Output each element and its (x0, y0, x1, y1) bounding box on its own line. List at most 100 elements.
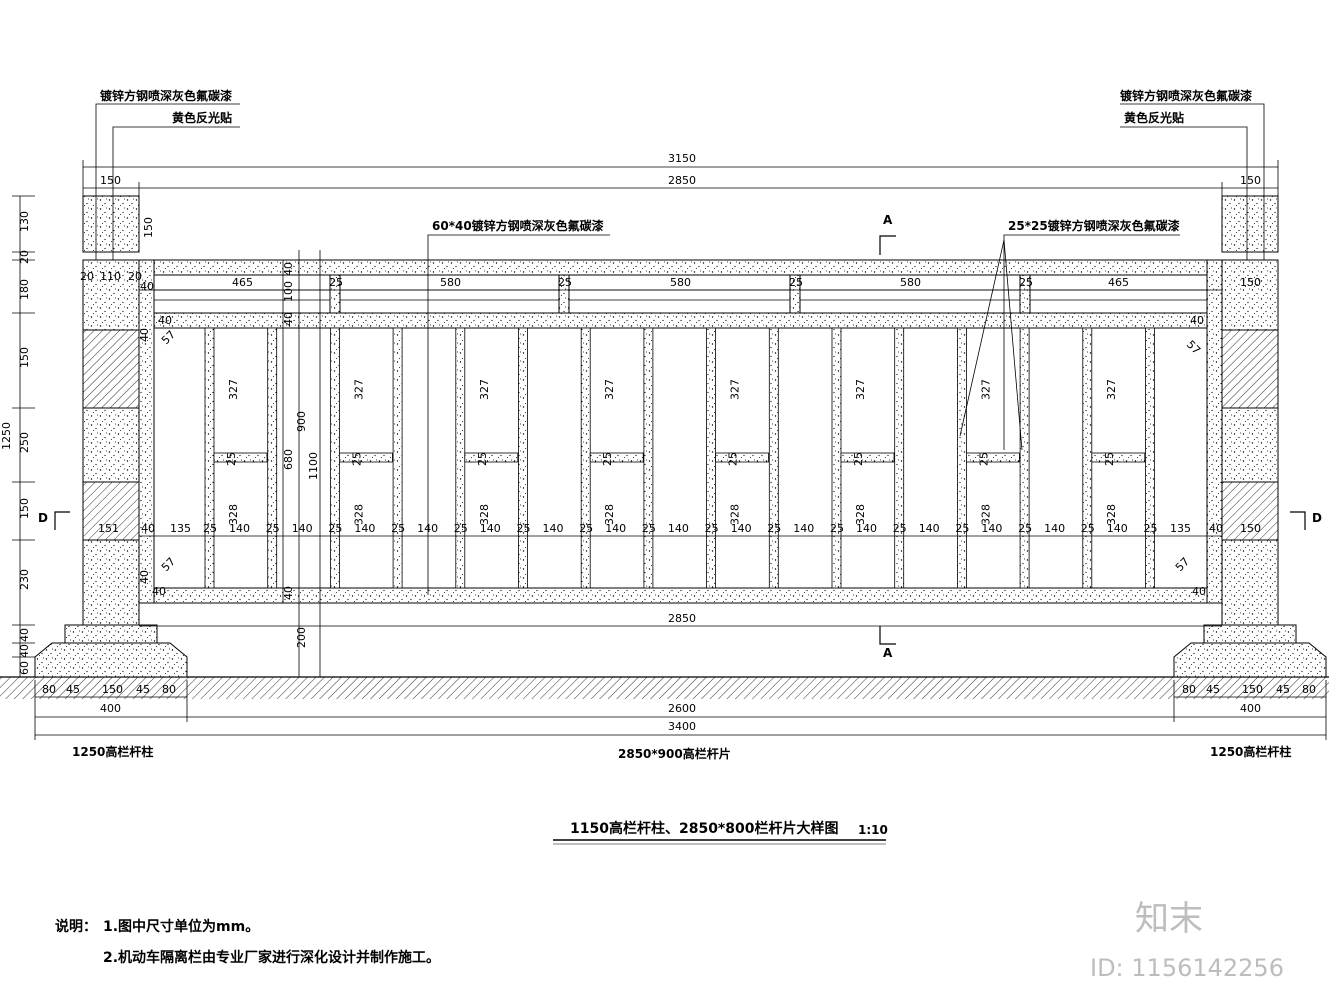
dim-mid-side-right: 150 (1240, 522, 1261, 535)
cross-bar (840, 452, 895, 463)
dim-bar-lower: 328 (729, 504, 742, 525)
dim-v-900: 900 (295, 411, 308, 432)
dim-mid-module: 140 (981, 522, 1002, 535)
dim-mid-module: 140 (793, 522, 814, 535)
dim-base-part-left: 45 (136, 683, 150, 696)
dim-base-part-left: 150 (102, 683, 123, 696)
vertical-bar (455, 327, 466, 589)
vertical-bar (267, 327, 278, 589)
reflector-upper-left (82, 329, 140, 409)
dim-mid-edge-right: 40 (1209, 522, 1223, 535)
dim-mid-gap: 25 (454, 522, 468, 535)
ground-hatch (0, 677, 1329, 699)
dim-40-left-a: 40 (140, 280, 154, 293)
dim-left-side: 180 (18, 279, 31, 300)
dim-mid-gap: 25 (203, 522, 217, 535)
vertical-bar (706, 327, 716, 589)
dim-bar-upper: 327 (352, 379, 365, 400)
watermark-logo: 知末 (1135, 899, 1203, 939)
dim-mid-135-right: 135 (1170, 522, 1191, 535)
watermark-id: ID: 1156142256 (1090, 954, 1284, 982)
dim-bar-mid: 25 (852, 452, 865, 466)
dim-rail-gap-1: 25 (329, 276, 343, 289)
dim-mid-edge-left: 40 (141, 522, 155, 535)
vertical-bar (894, 327, 905, 589)
label-left-material: 镀锌方钢喷深灰色氟碳漆 (100, 88, 232, 103)
vertical-bar (957, 327, 967, 589)
dim-v-150: 150 (142, 217, 155, 238)
dim-bottom-2600: 2600 (668, 702, 696, 715)
dim-bar-upper: 327 (603, 379, 616, 400)
dim-rail-gap-3: 25 (789, 276, 803, 289)
dim-bar-mid: 25 (727, 452, 740, 466)
label-rail-60x40: 60*40镀锌方钢喷深灰色氟碳漆 (432, 218, 604, 233)
dim-bar-mid: 25 (601, 452, 614, 466)
dim-bar-lower: 328 (979, 504, 992, 525)
vertical-bar (1082, 327, 1093, 589)
dim-base-part-left: 45 (66, 683, 80, 696)
dim-post-left: 150 (100, 174, 121, 187)
label-left-reflector: 黄色反光贴 (172, 110, 232, 125)
dim-mid-gap: 25 (1018, 522, 1032, 535)
dim-v-680: 680 (282, 449, 295, 470)
dim-mid-gap: 25 (266, 522, 280, 535)
vertical-bar (518, 327, 528, 589)
vertical-bar (831, 327, 842, 589)
dim-mid-gap: 25 (955, 522, 969, 535)
dim-mid-gap: 25 (893, 522, 907, 535)
dim-40-left-d: 40 (138, 570, 151, 584)
dim-left-total: 1250 (0, 422, 13, 450)
vertical-bar (392, 327, 403, 589)
dim-mid-gap: 25 (830, 522, 844, 535)
dim-mid-gap: 25 (579, 522, 593, 535)
dim-mid-module: 140 (229, 522, 250, 535)
dim-mid-gap: 25 (517, 522, 531, 535)
dim-57-a: 57 (159, 328, 178, 347)
vertical-bar (329, 327, 340, 589)
dim-57-c: 57 (1184, 338, 1203, 357)
dim-mid-module: 140 (543, 522, 564, 535)
label-panel: 2850*900高栏杆片 (618, 746, 731, 761)
reflector-lower-right (1221, 481, 1279, 541)
dim-rail-bottom: 2850 (668, 612, 696, 625)
dim-bottom-3400: 3400 (668, 720, 696, 733)
label-right-reflector: 黄色反光贴 (1124, 110, 1184, 125)
reflector-upper-right (1221, 329, 1279, 409)
dim-base-part-right: 45 (1276, 683, 1290, 696)
dim-40-left-b: 40 (158, 314, 172, 327)
vertical-bar (580, 327, 591, 589)
dim-bar-lower: 328 (854, 504, 867, 525)
dim-57-b: 57 (159, 555, 178, 574)
dim-post-right: 150 (1240, 174, 1261, 187)
cross-bar (966, 452, 1020, 463)
cross-bar (715, 452, 769, 463)
railing-panel: 3273282532732825327328253273282532732825… (138, 259, 1223, 604)
dim-v-40-c: 40 (282, 586, 295, 600)
dim-mid-module: 140 (856, 522, 877, 535)
dim-bar-mid: 25 (476, 452, 489, 466)
dim-inner-2850: 2850 (668, 174, 696, 187)
dim-base-part-right: 80 (1302, 683, 1316, 696)
notes-line-2: 2.机动车隔离栏由专业厂家进行深化设计并制作施工。 (103, 949, 440, 966)
dim-left-side: 60 (18, 661, 31, 675)
vertical-bar (204, 327, 215, 589)
dim-mid-gap: 25 (642, 522, 656, 535)
dim-mid-module: 140 (668, 522, 689, 535)
dim-bar-lower: 328 (478, 504, 491, 525)
dim-40-left-e: 40 (152, 585, 166, 598)
dim-150-right: 150 (1240, 276, 1261, 289)
dim-bar-upper: 327 (979, 379, 992, 400)
dim-bar-lower: 328 (603, 504, 616, 525)
label-right-post: 1250高栏杆柱 (1210, 744, 1291, 759)
dim-left-side: 40 (18, 628, 31, 642)
dim-mid-module: 140 (731, 522, 752, 535)
dimension-lines (12, 160, 1327, 740)
vertical-bar (1019, 327, 1030, 589)
dim-rail-gap-2: 25 (558, 276, 572, 289)
dim-left-side: 150 (18, 498, 31, 519)
dim-mid-gap: 25 (767, 522, 781, 535)
dim-mid-135-left: 135 (170, 522, 191, 535)
dim-110: 110 (100, 270, 121, 283)
section-a-bottom: A (883, 646, 893, 660)
